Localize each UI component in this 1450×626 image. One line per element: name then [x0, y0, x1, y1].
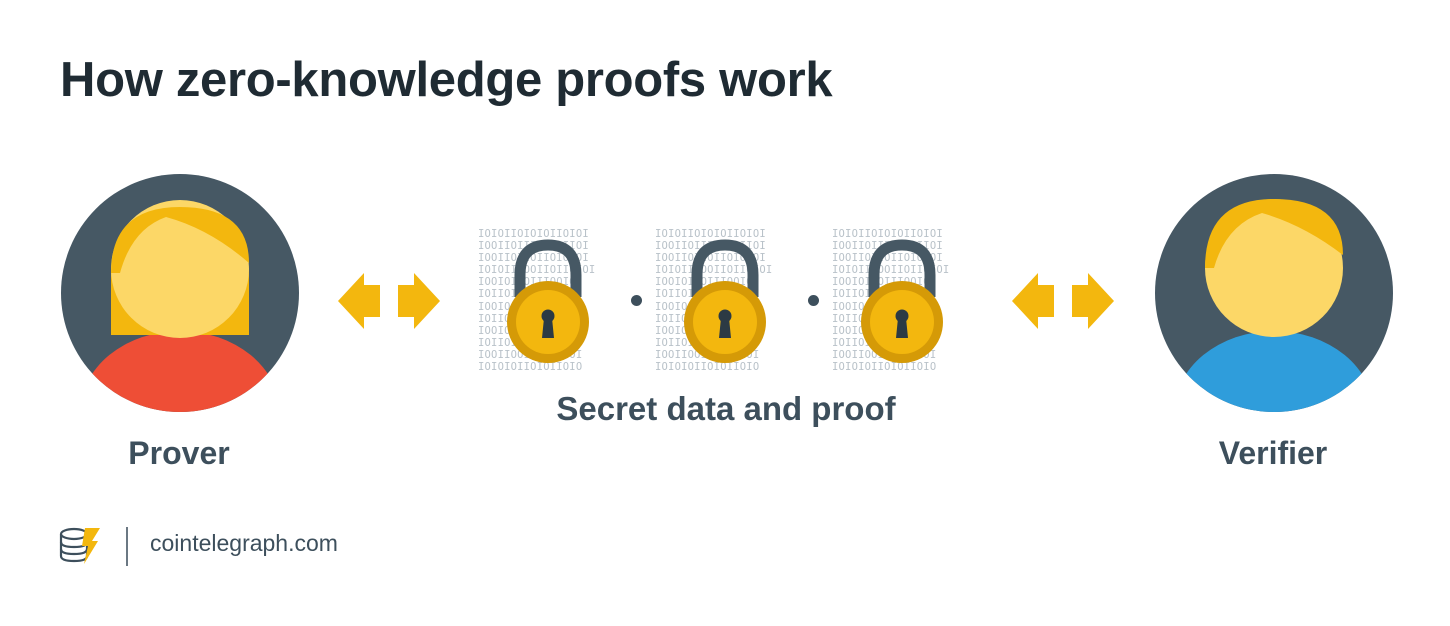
prover-avatar	[60, 173, 300, 418]
brand-divider	[126, 527, 128, 566]
verifier-label: Verifier	[1218, 435, 1328, 471]
verifier-avatar	[1154, 173, 1394, 418]
cointelegraph-logo-icon	[58, 524, 102, 573]
padlock-icon	[684, 239, 766, 363]
page-title: How zero-knowledge proofs work	[60, 53, 833, 107]
center-caption: Secret data and proof	[556, 390, 896, 427]
padlock-icon	[507, 239, 589, 363]
padlock-icon	[861, 239, 943, 363]
prover-label: Prover	[128, 435, 230, 471]
separator-dot	[808, 295, 819, 306]
bidirectional-arrows-icon	[338, 273, 440, 334]
brand-url: cointelegraph.com	[150, 530, 338, 556]
separator-dot	[631, 295, 642, 306]
bidirectional-arrows-icon	[1012, 273, 1114, 334]
